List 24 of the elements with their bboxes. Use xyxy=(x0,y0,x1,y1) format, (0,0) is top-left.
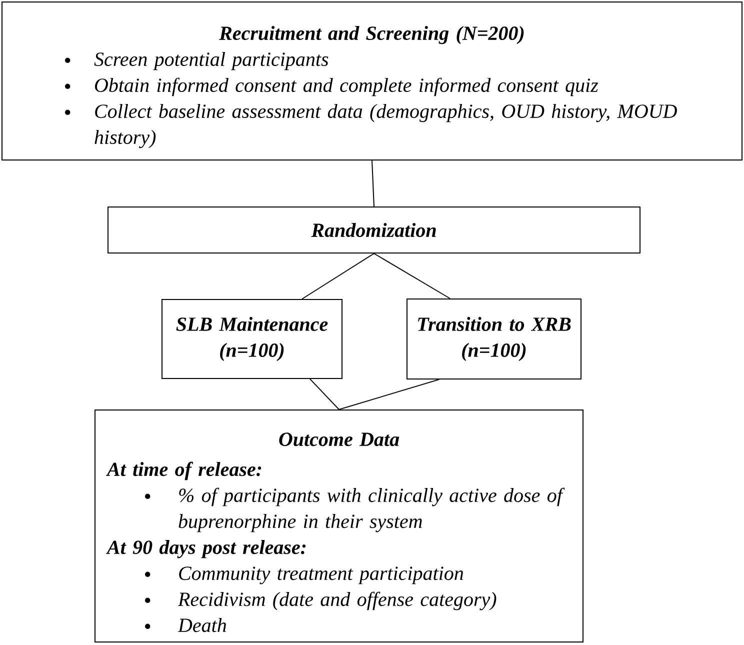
list-item: Obtain informed consent and complete informed consent quiz xyxy=(95,78,598,96)
connector-line xyxy=(302,253,374,300)
process-box xyxy=(162,299,342,379)
process-box xyxy=(406,298,582,380)
box-label: SLB Maintenance (n=100) xyxy=(176,316,328,362)
list-item: % of participants with clinically active dose of buprenorphine in their system xyxy=(178,488,565,532)
section-heading: At 90 days post release: xyxy=(106,540,306,558)
connector-line xyxy=(372,160,374,207)
box-label: Randomization xyxy=(311,222,436,238)
connector-line xyxy=(310,378,340,410)
box-heading: Recruitment and Screening (N=200) xyxy=(219,26,524,44)
section-heading: At time of release: xyxy=(106,462,262,480)
list-item: Screen potential participants xyxy=(94,52,328,70)
box-heading: Outcome Data xyxy=(279,432,400,446)
list-item: Death xyxy=(178,618,226,632)
list-item: Community treatment participation xyxy=(179,566,464,584)
box-label: Transition to XRB (n=100) xyxy=(418,316,571,362)
process-box xyxy=(2,2,742,160)
connector-line xyxy=(374,253,450,299)
process-box xyxy=(108,206,640,254)
list-item: Collect baseline assessment data (demographics, OUD history, MOUD history) xyxy=(94,104,677,148)
connector-line xyxy=(338,379,440,410)
process-box xyxy=(94,410,584,642)
list-item: Recidivism (date and offense category) xyxy=(178,592,496,610)
